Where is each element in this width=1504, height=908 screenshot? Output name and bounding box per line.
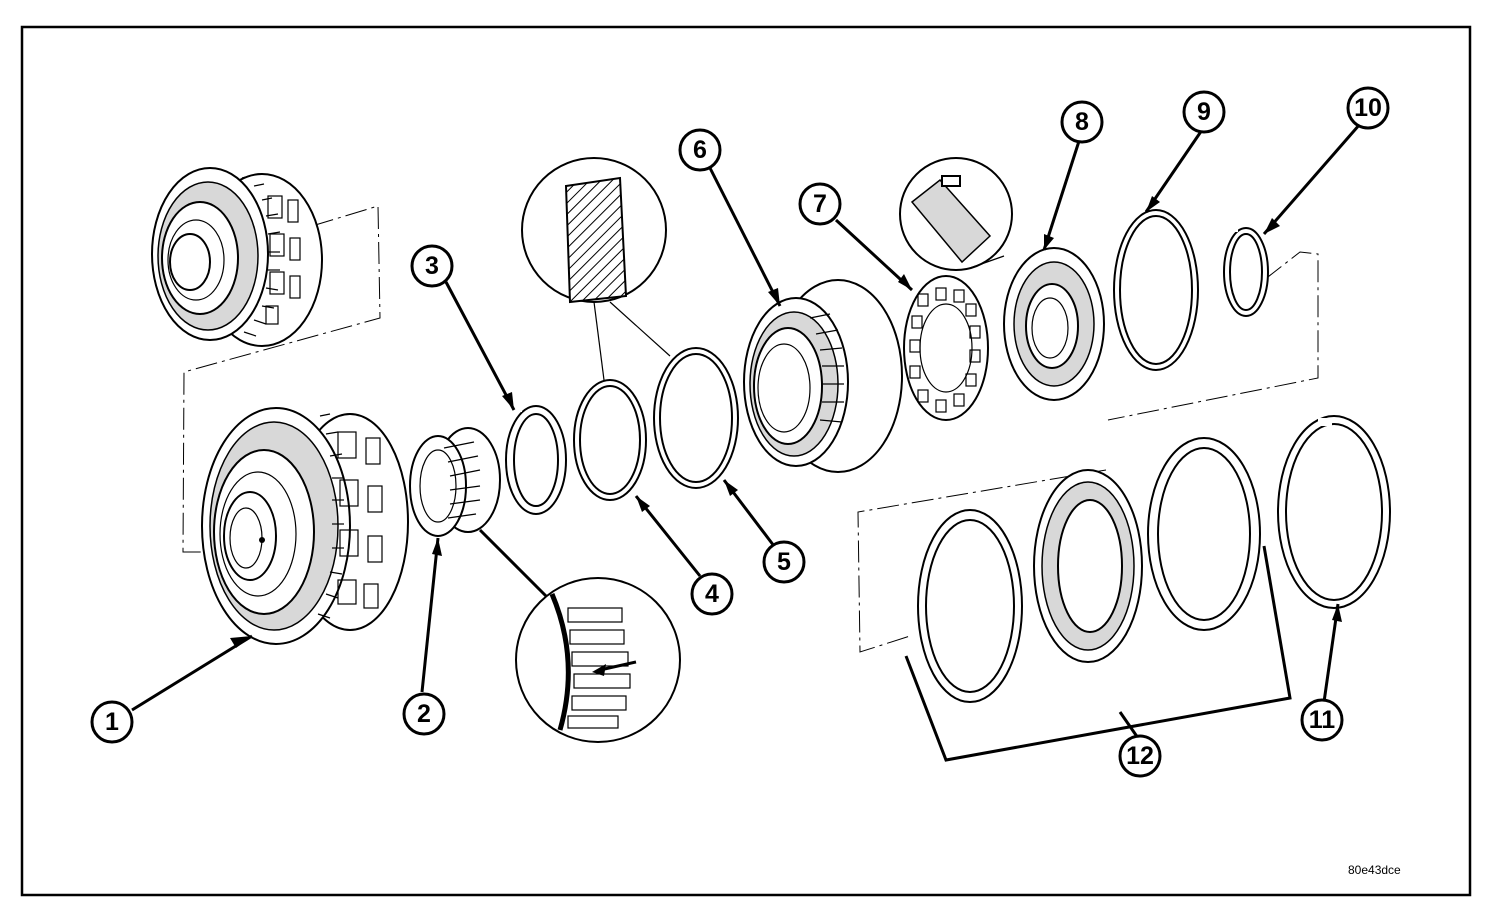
svg-text:12: 12: [1126, 742, 1154, 770]
svg-text:6: 6: [693, 136, 707, 164]
svg-text:2: 2: [417, 700, 431, 728]
part-7-return-spring: [903, 275, 989, 421]
part-2-needle-bearing: [409, 427, 552, 602]
leader-lines: [131, 123, 1362, 739]
callout-2: 2: [402, 692, 446, 736]
svg-text:10: 10: [1354, 94, 1382, 122]
part-6-piston: [743, 279, 903, 473]
callout-1: 1: [90, 700, 134, 744]
svg-text:1: 1: [105, 708, 119, 736]
callout-5: 5: [762, 540, 806, 584]
seal-section-detail: [521, 157, 671, 381]
svg-text:3: 3: [425, 252, 439, 280]
callout-9: 9: [1182, 90, 1226, 134]
callout-4: 4: [690, 572, 734, 616]
part-8-seal-plate: [1003, 247, 1105, 401]
figure-code: 80e43dce: [1348, 863, 1401, 877]
reference-gear-assembly: [151, 167, 323, 347]
svg-text:7: 7: [813, 190, 827, 218]
part-10-snap-ring: [1223, 226, 1269, 317]
svg-text:9: 9: [1197, 98, 1211, 126]
svg-text:8: 8: [1075, 108, 1089, 136]
callout-11: 11: [1300, 698, 1344, 742]
callout-7: 7: [798, 182, 842, 226]
part-9-seal-ring: [1113, 209, 1199, 371]
part-11-snap-ring: [1277, 415, 1391, 609]
part-3-snap-ring: [505, 405, 567, 515]
bearing-detail-view: [515, 577, 681, 743]
part-4-seal-ring: [573, 379, 647, 501]
part-5-seal-ring: [653, 347, 739, 489]
callout-3: 3: [410, 244, 454, 288]
figure-border: [20, 25, 1472, 897]
spring-detail-view: [899, 157, 1013, 271]
svg-text:11: 11: [1309, 706, 1336, 734]
svg-text:5: 5: [777, 548, 791, 576]
callout-6: 6: [678, 128, 722, 172]
part-1-clutch-hub: [201, 407, 409, 645]
callout-bubbles: 1 2 3 4 5 6 7 8: [90, 86, 1390, 778]
part-12-clutch-pack: [904, 437, 1292, 762]
callout-8: 8: [1060, 100, 1104, 144]
svg-text:4: 4: [705, 580, 719, 608]
callout-12: 12: [1118, 734, 1162, 778]
alignment-lines: [182, 205, 1319, 653]
callout-10: 10: [1346, 86, 1390, 130]
